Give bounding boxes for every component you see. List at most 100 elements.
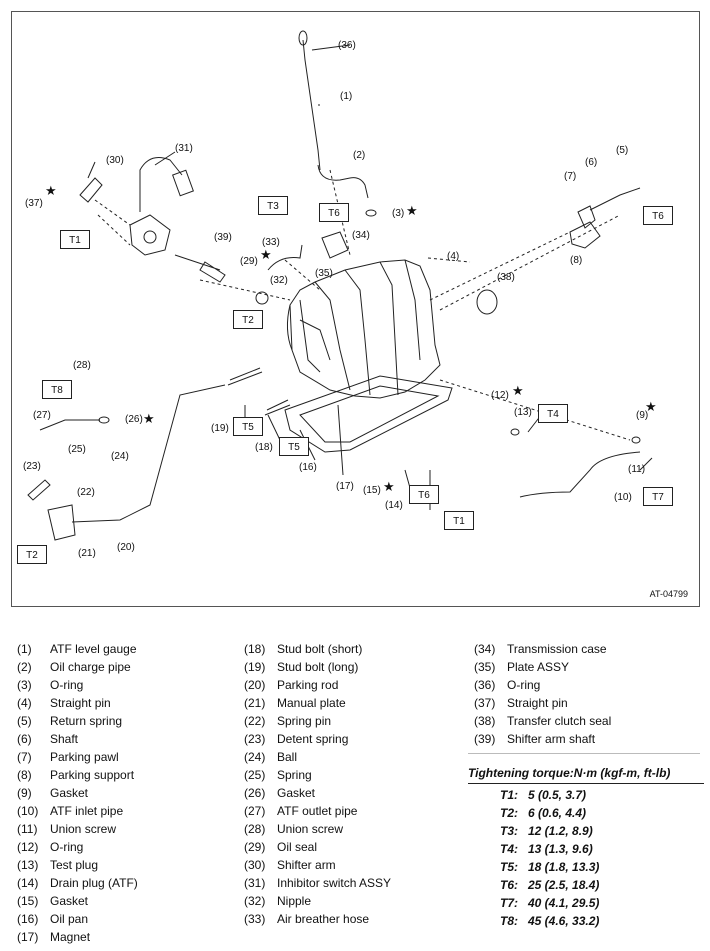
torque-tag-t2-lower: T2 xyxy=(17,545,47,564)
callout-36: (36) xyxy=(338,40,356,51)
legend-item: (11)Union screw xyxy=(17,820,227,838)
legend-item-name: Test plug xyxy=(50,858,99,872)
callout-34: (34) xyxy=(352,230,370,241)
atf-inlet-pipe xyxy=(519,451,641,498)
star-marker-15: ★ xyxy=(383,479,395,494)
torque-tag-t5-long: T5 xyxy=(233,417,263,436)
torque-tag-t6-lower: T6 xyxy=(409,485,439,504)
star-marker-3: ★ xyxy=(406,203,418,218)
torque-key: T1: xyxy=(500,788,518,802)
legend-item-number: (32) xyxy=(244,894,266,908)
torque-tag-t1-upper: T1 xyxy=(60,230,90,249)
callout-3: (3) xyxy=(392,208,405,219)
figure-code: AT-04799 xyxy=(649,589,688,599)
callout-25: (25) xyxy=(68,444,86,455)
legend-item-number: (5) xyxy=(17,714,32,728)
legend-item-name: Inhibitor switch ASSY xyxy=(277,876,392,890)
callout-16: (16) xyxy=(299,462,317,473)
legend-item-number: (7) xyxy=(17,750,32,764)
callout-15: (15) xyxy=(363,485,381,496)
torque-value: 40 (4.1, 29.5) xyxy=(528,896,600,910)
parking-rod xyxy=(71,384,226,523)
callout-35: (35) xyxy=(315,268,333,279)
legend-item-number: (35) xyxy=(474,660,496,674)
legend-item-number: (20) xyxy=(244,678,266,692)
legend-item-name: Parking support xyxy=(50,768,135,782)
callout-28: (28) xyxy=(73,360,91,371)
legend-item: (5)Return spring xyxy=(17,712,227,730)
transmission-case-ribs xyxy=(299,259,421,396)
torque-tag-t6-upper: T6 xyxy=(319,203,349,222)
legend-item-name: Oil seal xyxy=(277,840,318,854)
callout-2: (2) xyxy=(353,150,366,161)
parking-support xyxy=(569,221,601,249)
callout-19: (19) xyxy=(211,423,229,434)
torque-key: T2: xyxy=(500,806,518,820)
callout-37: (37) xyxy=(25,198,43,209)
legend-item: (4)Straight pin xyxy=(17,694,227,712)
callout-10: (10) xyxy=(614,492,632,503)
legend-item-number: (30) xyxy=(244,858,266,872)
case-bellhousing xyxy=(286,299,321,373)
legend-item-number: (39) xyxy=(474,732,496,746)
transmission-case-outline xyxy=(289,259,441,399)
torque-value: 5 (0.5, 3.7) xyxy=(528,788,587,802)
legend-item: (7)Parking pawl xyxy=(17,748,227,766)
oil-seal xyxy=(255,291,269,305)
callout-23: (23) xyxy=(23,461,41,472)
torque-value: 18 (1.8, 13.3) xyxy=(528,860,600,874)
legend-item-number: (1) xyxy=(17,642,32,656)
legend-item: (16)Oil pan xyxy=(17,910,227,928)
inhibitor-harness xyxy=(139,157,183,212)
legend-item: (33)Air breather hose xyxy=(244,910,454,928)
legend-item: (13) Test plug xyxy=(17,856,227,874)
torque-key: T6: xyxy=(500,878,518,892)
torque-value: 6 (0.6, 4.4) xyxy=(528,806,587,820)
legend-item-name: ATF outlet pipe xyxy=(277,804,358,818)
legend-item-number: (25) xyxy=(244,768,266,782)
legend-item-name: Shifter arm shaft xyxy=(507,732,596,746)
legend-item-name: Stud bolt (long) xyxy=(277,660,359,674)
legend-item-name: Oil charge pipe xyxy=(50,660,131,674)
legend-item: (39) Shifter arm shaft xyxy=(474,730,699,748)
legend-item: (21)Manual plate xyxy=(244,694,454,712)
torque-tag-t1-lower: T1 xyxy=(444,511,474,530)
legend-item-name: O-ring xyxy=(50,678,84,692)
callout-12: (12) xyxy=(491,390,509,401)
parking-shaft xyxy=(589,187,641,211)
torque-key: T8: xyxy=(500,914,518,928)
legend-item-number: (24) xyxy=(244,750,266,764)
callout-4: (4) xyxy=(447,251,460,262)
torque-row: T7:40 (4.1, 29.5) xyxy=(468,894,704,912)
legend-item: (32) Nipple xyxy=(244,892,454,910)
legend-item-name: ATF inlet pipe xyxy=(50,804,124,818)
legend-item-name: Spring pin xyxy=(277,714,332,728)
legend-item-number: (34) xyxy=(474,642,496,656)
callout-38: (38) xyxy=(497,272,515,283)
callout-7: (7) xyxy=(564,171,577,182)
legend-item-number: (31) xyxy=(244,876,266,890)
legend-item-name: Union screw xyxy=(50,822,117,836)
torque-tag-t8: T8 xyxy=(42,380,72,399)
callout-39: (39) xyxy=(214,232,232,243)
parking-pawl xyxy=(577,205,596,229)
legend-item: (35)Plate ASSY xyxy=(474,658,699,676)
torque-value: 45 (4.6, 33.2) xyxy=(528,914,600,928)
oil-charge-pipe xyxy=(317,164,369,199)
star-marker-37: ★ xyxy=(45,183,57,198)
legend-item-number: (18) xyxy=(244,642,266,656)
torque-heading: Tightening torque:N·m (kgf-m, ft-lb) xyxy=(468,766,704,784)
torque-key: T3: xyxy=(500,824,518,838)
legend-item-name: Straight pin xyxy=(507,696,568,710)
legend-item-name: Nipple xyxy=(277,894,312,908)
callout-6: (6) xyxy=(585,157,598,168)
legend-item-number: (23) xyxy=(244,732,266,746)
legend-item-name: Detent spring xyxy=(277,732,349,746)
legend-item: (19)Stud bolt (long) xyxy=(244,658,454,676)
detent-spring xyxy=(27,479,51,501)
legend-item-number: (13) xyxy=(17,858,39,872)
legend-item: (23) Detent spring xyxy=(244,730,454,748)
legend-item: (12)O-ring xyxy=(17,838,227,856)
legend-item-number: (27) xyxy=(244,804,266,818)
callout-9: (9) xyxy=(636,410,649,421)
